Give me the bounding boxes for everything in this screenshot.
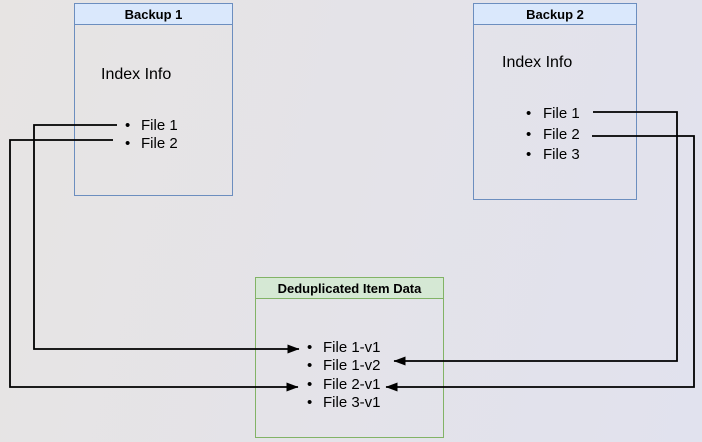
list-item: • File 3 <box>474 145 636 166</box>
list-item: • File 2 <box>75 135 232 153</box>
backup1-node: Backup 1 Index Info • File 1 • File 2 <box>74 3 233 196</box>
bullet-icon: • <box>526 105 532 122</box>
backup2-file-list: • File 1 • File 2 • File 3 <box>474 104 636 166</box>
bullet-icon: • <box>125 135 131 152</box>
backup2-index-info-label: Index Info <box>502 54 573 71</box>
bullet-icon: • <box>526 146 532 163</box>
list-item: • File 1 <box>474 104 636 125</box>
bullet-icon: • <box>307 394 313 412</box>
file-label: File 1 <box>543 105 580 122</box>
bullet-icon: • <box>526 125 532 143</box>
list-item: • File 2-v1 <box>256 376 443 394</box>
backup2-node: Backup 2 Index Info • File 1 • File 2 • … <box>473 3 637 200</box>
deduplicated-item-data-node: Deduplicated Item Data • File 1-v1 • Fil… <box>255 277 444 438</box>
file-label: File 1 <box>141 117 178 134</box>
list-item: • File 1-v1 <box>256 339 443 357</box>
item-label: File 1-v2 <box>323 357 381 375</box>
item-label: File 2-v1 <box>323 375 381 393</box>
bullet-icon: • <box>307 357 313 375</box>
backup2-title: Backup 2 <box>474 4 636 25</box>
dedup-title: Deduplicated Item Data <box>256 278 443 299</box>
bullet-icon: • <box>307 339 313 356</box>
file-label: File 2 <box>543 125 580 143</box>
dedup-item-list: • File 1-v1 • File 1-v2 • File 2-v1 • Fi… <box>256 339 443 413</box>
item-label: File 3-v1 <box>323 394 381 412</box>
item-label: File 1-v1 <box>323 339 381 356</box>
list-item: • File 2 <box>474 125 636 146</box>
backup1-index-info-label: Index Info <box>101 66 172 83</box>
file-label: File 2 <box>141 135 178 152</box>
list-item: • File 3-v1 <box>256 394 443 412</box>
list-item: • File 1 <box>75 117 232 135</box>
backup1-title: Backup 1 <box>75 4 232 25</box>
list-item: • File 1-v2 <box>256 357 443 375</box>
bullet-icon: • <box>307 375 313 393</box>
backup1-file-list: • File 1 • File 2 <box>75 117 232 153</box>
file-label: File 3 <box>543 146 580 163</box>
bullet-icon: • <box>125 117 131 134</box>
